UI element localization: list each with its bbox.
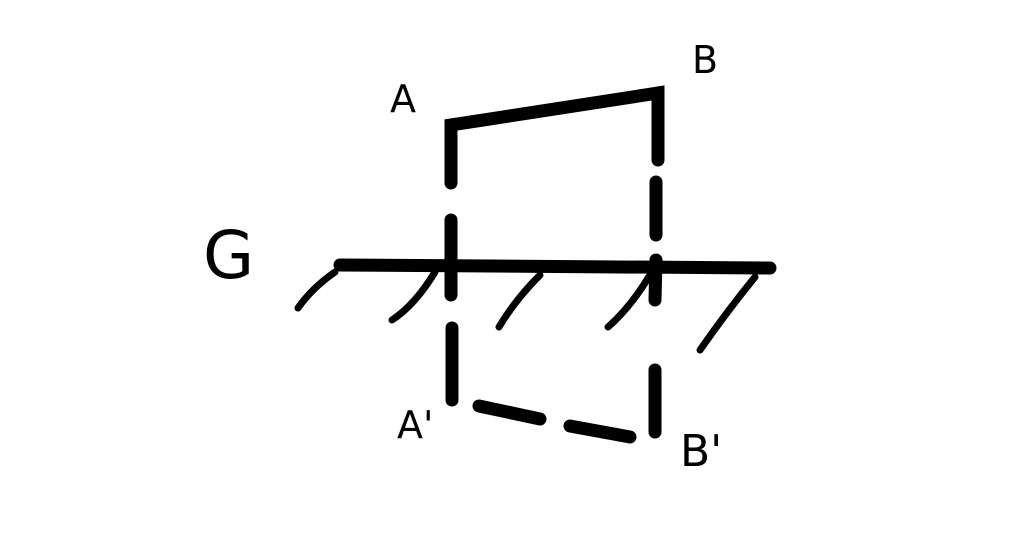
hatch <box>294 268 339 312</box>
hatch <box>495 271 544 331</box>
label-b-image: B' <box>680 426 722 477</box>
label-b: B <box>692 38 718 82</box>
image-ab-dashed-line <box>472 399 637 444</box>
hatch <box>696 273 759 354</box>
dash <box>472 399 547 426</box>
mirror-hatching <box>294 268 759 354</box>
hatch <box>388 268 439 324</box>
dash <box>563 419 637 444</box>
label-a: A <box>390 77 416 121</box>
label-mirror-g: G <box>203 217 254 294</box>
dashed-perpendicular-a <box>444 213 459 407</box>
mirror-line <box>333 258 777 275</box>
dashed-perpendicular-b <box>648 175 663 439</box>
label-a-image: A' <box>397 403 433 447</box>
hatch <box>604 271 654 331</box>
object-ab-line <box>444 85 665 190</box>
